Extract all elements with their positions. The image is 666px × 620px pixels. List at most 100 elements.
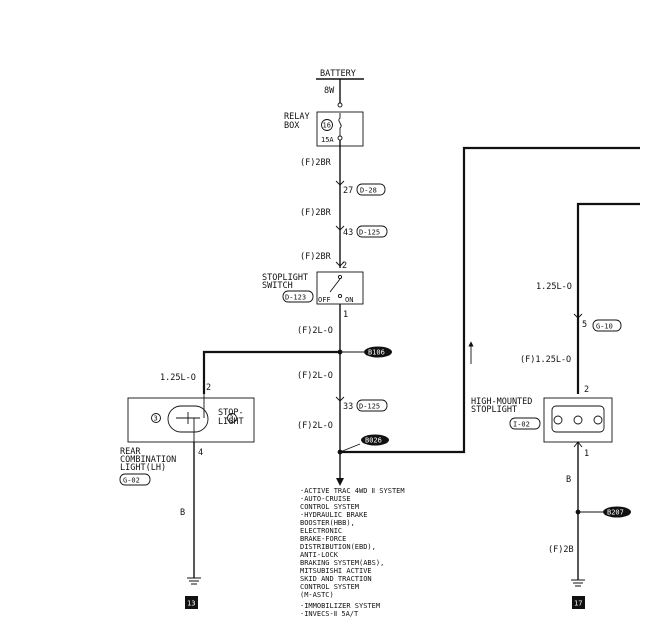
destination-item: DISTRIBUTION(EBD), bbox=[300, 543, 376, 551]
stoplight-switch-box bbox=[316, 271, 364, 305]
j3-pin: 2 bbox=[342, 261, 347, 271]
battery-wire-label: 8W bbox=[324, 86, 335, 96]
rear-light-label-2: COMBINATION bbox=[120, 455, 176, 465]
switch-blade-icon bbox=[329, 278, 341, 293]
hm-terminal-3-icon bbox=[593, 415, 603, 425]
ground-17-icon bbox=[571, 579, 585, 587]
switch-pin-out: 1 bbox=[343, 310, 348, 320]
switch-on-label: ON bbox=[345, 296, 353, 304]
rear-light-wire-out-label: B bbox=[180, 508, 185, 518]
stop-light-label-2: LIGHT bbox=[218, 417, 244, 427]
j1-pin: 27 bbox=[343, 186, 353, 196]
rear-light-conn-box bbox=[119, 473, 151, 486]
fuse-rating: 15A bbox=[321, 136, 334, 144]
high-mount-conn-top: G-10 bbox=[596, 323, 613, 331]
destination-item: ANTI-LOCK bbox=[300, 551, 339, 559]
main-conn: D-125 bbox=[359, 403, 380, 411]
destination-arrow-icon bbox=[336, 478, 344, 486]
main-connector-icon bbox=[335, 396, 345, 402]
splice-b207-label: B207 bbox=[607, 509, 624, 517]
destination-item: ·INVECS-Ⅱ 5A/T bbox=[300, 610, 359, 618]
relay-terminal-top bbox=[337, 102, 343, 108]
main-pin: 33 bbox=[343, 402, 353, 412]
high-mount-label-1: HIGH-MOUNTED bbox=[471, 397, 532, 407]
splice-b207-badge bbox=[603, 506, 631, 518]
high-mount-wire-gnd: (F)2B bbox=[548, 545, 574, 555]
rear-light-pin-out: 4 bbox=[198, 448, 203, 458]
stoplight-switch-conn-box bbox=[282, 290, 314, 303]
hm-terminal-1-icon bbox=[553, 415, 563, 425]
j1-conn: D-28 bbox=[360, 187, 377, 195]
relay-box-label-2: BOX bbox=[284, 121, 300, 131]
ground-13-icon bbox=[187, 577, 201, 585]
fuse-number: 16 bbox=[323, 122, 331, 130]
j2-pin: 43 bbox=[343, 228, 353, 238]
hm-terminal-2-icon bbox=[573, 415, 583, 425]
splice-b026-badge bbox=[361, 434, 389, 446]
rear-light-wire-in: 1.25L-O bbox=[160, 373, 196, 383]
stop-light-bulb-housing bbox=[167, 405, 209, 433]
destination-item: ·IMMOBILIZER SYSTEM bbox=[300, 602, 380, 610]
j1-conn-box bbox=[356, 183, 386, 196]
high-mount-pin-out: 1 bbox=[584, 449, 589, 459]
main-wire-w2: (F)2L-O bbox=[297, 371, 333, 381]
splice-b106-badge bbox=[364, 346, 392, 358]
high-mount-bulb-housing bbox=[551, 405, 605, 433]
destination-item: (M-ASTC) bbox=[300, 591, 334, 599]
splice-b026-label: B026 bbox=[365, 437, 382, 445]
high-mount-wire-mid: (F)1.25L-O bbox=[520, 355, 571, 365]
stoplight-switch-label-1: STOPLIGHT bbox=[262, 273, 308, 283]
main-conn-box bbox=[356, 399, 388, 412]
destination-item: ·HYDRAULIC BRAKE bbox=[300, 511, 367, 519]
stoplight-switch-label-2: SWITCH bbox=[262, 281, 293, 291]
main-wire-w1: (F)2L-O bbox=[297, 326, 333, 336]
destination-item: CONTROL SYSTEM bbox=[300, 503, 359, 511]
j2-wire-label: (F)2BR bbox=[300, 208, 332, 218]
j2-connector-icon bbox=[335, 225, 345, 231]
j3-wire-label: (F)2BR bbox=[300, 252, 332, 262]
stop-light-label-1: STOP- bbox=[218, 408, 244, 418]
switch-contact-top bbox=[337, 274, 343, 280]
j2-conn: D-125 bbox=[359, 229, 380, 237]
j1-wire-label: (F)2BR bbox=[300, 158, 332, 168]
battery-label: BATTERY bbox=[320, 69, 356, 79]
wire-to-high-mount bbox=[576, 202, 640, 394]
fuse-icon bbox=[338, 113, 342, 136]
lamp-terminal-right-icon bbox=[227, 413, 237, 423]
splice-b106-label: B106 bbox=[368, 349, 385, 357]
destination-item: CONTROL SYSTEM bbox=[300, 583, 359, 591]
main-wire-w3: (F)2L-O bbox=[297, 421, 333, 431]
bulb-filament-icon bbox=[176, 412, 200, 424]
rear-light-pin-in: 2 bbox=[206, 383, 211, 393]
rear-light-label-3: LIGHT(LH) bbox=[120, 463, 166, 473]
high-mount-wire-out-label: B bbox=[566, 475, 571, 485]
destination-item: ·ACTIVE TRAC 4WD Ⅱ SYSTEM bbox=[300, 487, 405, 495]
j1-connector-icon bbox=[335, 180, 345, 186]
ground-17-badge bbox=[572, 596, 585, 609]
high-mount-conn: I-02 bbox=[513, 421, 530, 429]
high-mount-conn-top-box bbox=[592, 319, 622, 332]
stoplight-switch-conn: D-123 bbox=[285, 294, 306, 302]
destination-item: ·AUTO-CRUISE bbox=[300, 495, 351, 503]
ground-13-label: 13 bbox=[187, 600, 195, 608]
destination-item: BRAKING SYSTEM(ABS), bbox=[300, 559, 384, 567]
high-mount-label-2: STOPLIGHT bbox=[471, 405, 517, 415]
high-mounted-stoplight-box bbox=[543, 397, 613, 443]
high-mount-conn-box bbox=[509, 417, 541, 430]
rear-light-conn: G-02 bbox=[123, 477, 140, 485]
destination-item: MITSUBISHI ACTIVE bbox=[300, 567, 372, 575]
lamp-terminal-right-mark: 3 bbox=[230, 415, 234, 423]
destination-item: SKID AND TRACTION bbox=[300, 575, 372, 583]
destination-item: ELECTRONIC bbox=[300, 527, 342, 535]
lamp-terminal-left-icon bbox=[151, 413, 161, 423]
high-mount-wire-top: 1.25L-O bbox=[536, 282, 572, 292]
switch-contact-bottom bbox=[337, 293, 343, 299]
wire-to-right-side bbox=[340, 146, 640, 454]
destination-item: BOOSTER(HBB), bbox=[300, 519, 355, 527]
fuse-number-circle bbox=[321, 119, 333, 131]
switch-off-label: OFF bbox=[318, 296, 331, 304]
high-mount-pin5: 5 bbox=[582, 320, 587, 330]
ground-17-label: 17 bbox=[574, 600, 582, 608]
high-mount-connector-icon bbox=[573, 313, 583, 319]
